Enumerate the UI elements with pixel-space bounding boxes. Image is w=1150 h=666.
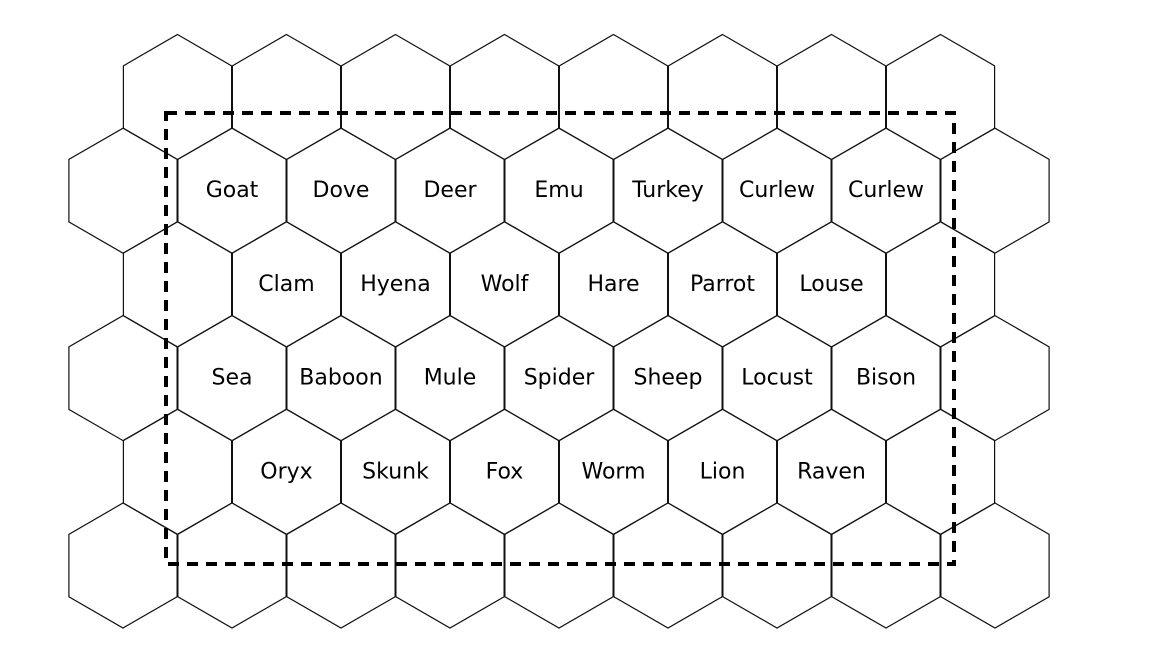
- hex-label: Louse: [799, 272, 863, 297]
- hex-label: Dove: [313, 178, 370, 203]
- hex-label: Baboon: [299, 366, 382, 391]
- hex-cell: Baboon: [286, 314, 396, 442]
- hex-cell: Mule: [395, 314, 505, 442]
- hex-cell: Wolf: [449, 221, 560, 348]
- hex-cell: Fox: [449, 408, 560, 535]
- hexagon-shape: [940, 502, 1050, 629]
- hex-cell: [940, 502, 1050, 629]
- hex-cell: Curlew: [722, 127, 832, 254]
- hexagon-shape: [68, 502, 178, 629]
- hex-label: Emu: [534, 178, 583, 203]
- hex-label: Spider: [524, 366, 596, 391]
- hex-label: Wolf: [481, 272, 530, 297]
- hex-cell: Locust: [722, 314, 832, 442]
- hex-cell: Emu: [504, 127, 614, 254]
- hex-cell: Sea: [177, 314, 287, 442]
- hex-label: Hyena: [360, 272, 431, 297]
- hex-cell: [395, 502, 505, 629]
- hex-label: Goat: [206, 178, 259, 203]
- hexagon-shape: [395, 502, 505, 629]
- hex-label: Curlew: [739, 178, 815, 203]
- hex-cell: Bison: [831, 314, 941, 442]
- hex-cell: Sheep: [613, 314, 723, 442]
- hex-label: Hare: [587, 272, 639, 297]
- hex-cell: Raven: [776, 408, 887, 535]
- hex-label: Bison: [856, 366, 916, 391]
- hex-label: Clam: [258, 272, 314, 297]
- dashed-selection-box: [164, 111, 956, 566]
- hex-label: Locust: [741, 366, 813, 391]
- hex-cell: Deer: [395, 127, 505, 254]
- hex-cell: Lion: [667, 408, 778, 535]
- hex-label: Sea: [212, 366, 253, 391]
- hex-cell: [68, 502, 178, 629]
- hex-label: Raven: [797, 459, 866, 484]
- hex-cell: Turkey: [613, 127, 723, 254]
- hex-cell: Parrot: [667, 221, 778, 348]
- hex-label: Fox: [486, 459, 524, 484]
- hex-label: Mule: [424, 366, 477, 391]
- hex-label: Turkey: [631, 178, 704, 203]
- hexagon-shape: [831, 502, 941, 629]
- hex-label: Lion: [700, 459, 746, 484]
- hex-cell: Spider: [504, 314, 614, 442]
- hex-label: Skunk: [362, 459, 429, 484]
- hex-label: Sheep: [634, 366, 703, 391]
- hex-label: Curlew: [848, 178, 924, 203]
- hex-cell: Dove: [286, 127, 396, 254]
- hex-label: Worm: [581, 459, 645, 484]
- hex-label: Parrot: [690, 272, 755, 297]
- hex-label: Oryx: [260, 459, 312, 484]
- hex-cell: Worm: [558, 408, 669, 535]
- hex-cell: Skunk: [340, 408, 451, 535]
- hex-cell: Oryx: [231, 408, 342, 535]
- hex-label: Deer: [423, 178, 477, 203]
- hex-cell: Louse: [776, 221, 887, 348]
- hex-cell: [831, 502, 941, 629]
